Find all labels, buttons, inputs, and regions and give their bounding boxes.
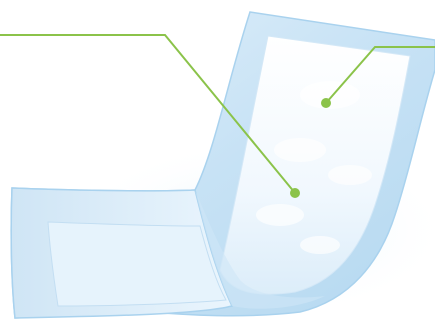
front-flap-panel <box>48 222 226 306</box>
callout-left-dot <box>290 188 300 198</box>
callout-right-dot <box>321 98 331 108</box>
